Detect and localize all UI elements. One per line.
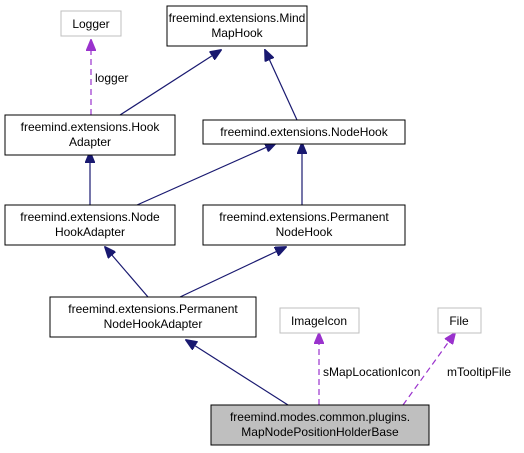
- node-file-label: File: [449, 314, 469, 328]
- node-map-node-position-holder-base-label-line2: MapNodePositionHolderBase: [241, 425, 399, 439]
- node-image-icon-label: ImageIcon: [291, 314, 347, 328]
- inherit-edge-hookadapter-mindmaphook: [119, 50, 221, 116]
- node-permanent-node-hook-adapter-label-line1: freemind.extensions.Permanent: [68, 302, 238, 316]
- node-image-icon[interactable]: ImageIcon: [279, 307, 360, 334]
- node-file[interactable]: File: [437, 307, 482, 334]
- inherit-edge-nodehookadapter-nodehook: [136, 143, 276, 206]
- edge-label-mtooltipfile: mTooltipFile: [447, 365, 511, 379]
- node-node-hook-adapter[interactable]: freemind.extensions.Node HookAdapter: [4, 204, 176, 246]
- node-mind-map-hook-label-line2: MapHook: [211, 26, 263, 40]
- node-mind-map-hook-label-line1: freemind.extensions.Mind: [169, 11, 306, 25]
- node-mind-map-hook[interactable]: freemind.extensions.Mind MapHook: [166, 5, 308, 47]
- edge-label-logger: logger: [95, 71, 128, 85]
- node-logger-label: Logger: [72, 17, 109, 31]
- node-permanent-node-hook-adapter-label-line2: NodeHookAdapter: [104, 317, 203, 331]
- node-node-hook-adapter-label-line1: freemind.extensions.Node: [20, 210, 160, 224]
- node-node-hook-label: freemind.extensions.NodeHook: [220, 125, 388, 139]
- node-node-hook[interactable]: freemind.extensions.NodeHook: [202, 119, 406, 145]
- node-hook-adapter[interactable]: freemind.extensions.Hook Adapter: [4, 114, 176, 156]
- usage-edge-mtooltipfile: [402, 333, 455, 406]
- inherit-edge-permanentnodehookadapter-permanentnodehook: [179, 247, 286, 298]
- inherit-edge-nodehook-mindmaphook: [265, 50, 298, 121]
- node-logger[interactable]: Logger: [60, 10, 122, 37]
- node-node-hook-adapter-label-line2: HookAdapter: [55, 225, 125, 239]
- node-map-node-position-holder-base-label-line1: freemind.modes.common.plugins.: [230, 410, 410, 424]
- node-permanent-node-hook-adapter[interactable]: freemind.extensions.Permanent NodeHookAd…: [49, 296, 257, 338]
- node-hook-adapter-label-line2: Adapter: [69, 135, 111, 149]
- node-hook-adapter-label-line1: freemind.extensions.Hook: [21, 120, 161, 134]
- inherit-edge-mapnodepositionholderbase-permanentnodehookadapter: [186, 340, 289, 406]
- node-map-node-position-holder-base[interactable]: freemind.modes.common.plugins. MapNodePo…: [210, 404, 430, 446]
- edge-label-smaplocationicon: sMapLocationIcon: [323, 365, 420, 379]
- node-permanent-node-hook-label-line2: NodeHook: [276, 225, 334, 239]
- node-permanent-node-hook[interactable]: freemind.extensions.Permanent NodeHook: [202, 204, 406, 246]
- inherit-edge-permanentnodehookadapter-nodehookadapter: [105, 247, 149, 298]
- node-permanent-node-hook-label-line1: freemind.extensions.Permanent: [219, 210, 389, 224]
